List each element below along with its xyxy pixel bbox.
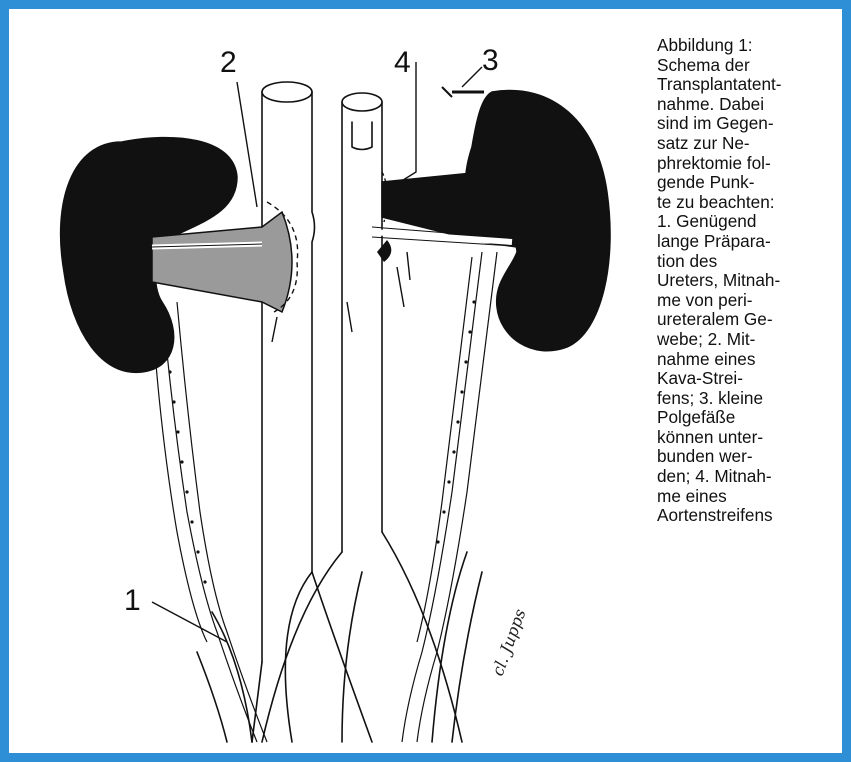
caption-line: den; 4. Mitnah-: [657, 467, 837, 487]
caption-line: können unter-: [657, 428, 837, 448]
caption-line: bunden wer-: [657, 447, 837, 467]
label-4: 4: [394, 46, 411, 79]
leader-line-1: [152, 602, 227, 642]
caption-line: Transplantatent-: [657, 75, 837, 95]
caption-line: Schema der: [657, 56, 837, 76]
caption-line: lange Präpara-: [657, 232, 837, 252]
caption-line: gende Punk-: [657, 173, 837, 193]
caption-line: Abbildung 1:: [657, 36, 837, 56]
caption-line: Aortenstreifens: [657, 506, 837, 526]
caption-line: me eines: [657, 487, 837, 507]
caption-line: sind im Gegen-: [657, 114, 837, 134]
label-2: 2: [220, 46, 237, 79]
kidney-diagram: 1 2 4 3 cl. Jupps: [12, 12, 642, 752]
caption-line: ureteralem Ge-: [657, 310, 837, 330]
caption-line: satz zur Ne-: [657, 134, 837, 154]
caption-line: te zu beachten:: [657, 193, 837, 213]
caption-line: phrektomie fol-: [657, 154, 837, 174]
leader-line-4: [392, 62, 416, 187]
caption-line: Polgefäße: [657, 408, 837, 428]
caption-line: 1. Genügend: [657, 212, 837, 232]
vena-cava: [252, 82, 372, 742]
caption-line: fens; 3. kleine: [657, 389, 837, 409]
caption-line: me von peri-: [657, 291, 837, 311]
caption-line: nahme eines: [657, 350, 837, 370]
caption-line: Kava-Strei-: [657, 369, 837, 389]
caption-line: webe; 2. Mit-: [657, 330, 837, 350]
leader-line-3: [462, 67, 482, 87]
figure-caption: Abbildung 1: Schema der Transplantatent-…: [657, 36, 837, 526]
caption-line: tion des: [657, 252, 837, 272]
label-3: 3: [482, 44, 499, 77]
caption-line: Ureters, Mitnah-: [657, 271, 837, 291]
label-1: 1: [124, 584, 141, 617]
artist-signature: cl. Jupps: [488, 606, 530, 678]
caption-line: nahme. Dabei: [657, 95, 837, 115]
leader-line-2: [237, 82, 257, 207]
